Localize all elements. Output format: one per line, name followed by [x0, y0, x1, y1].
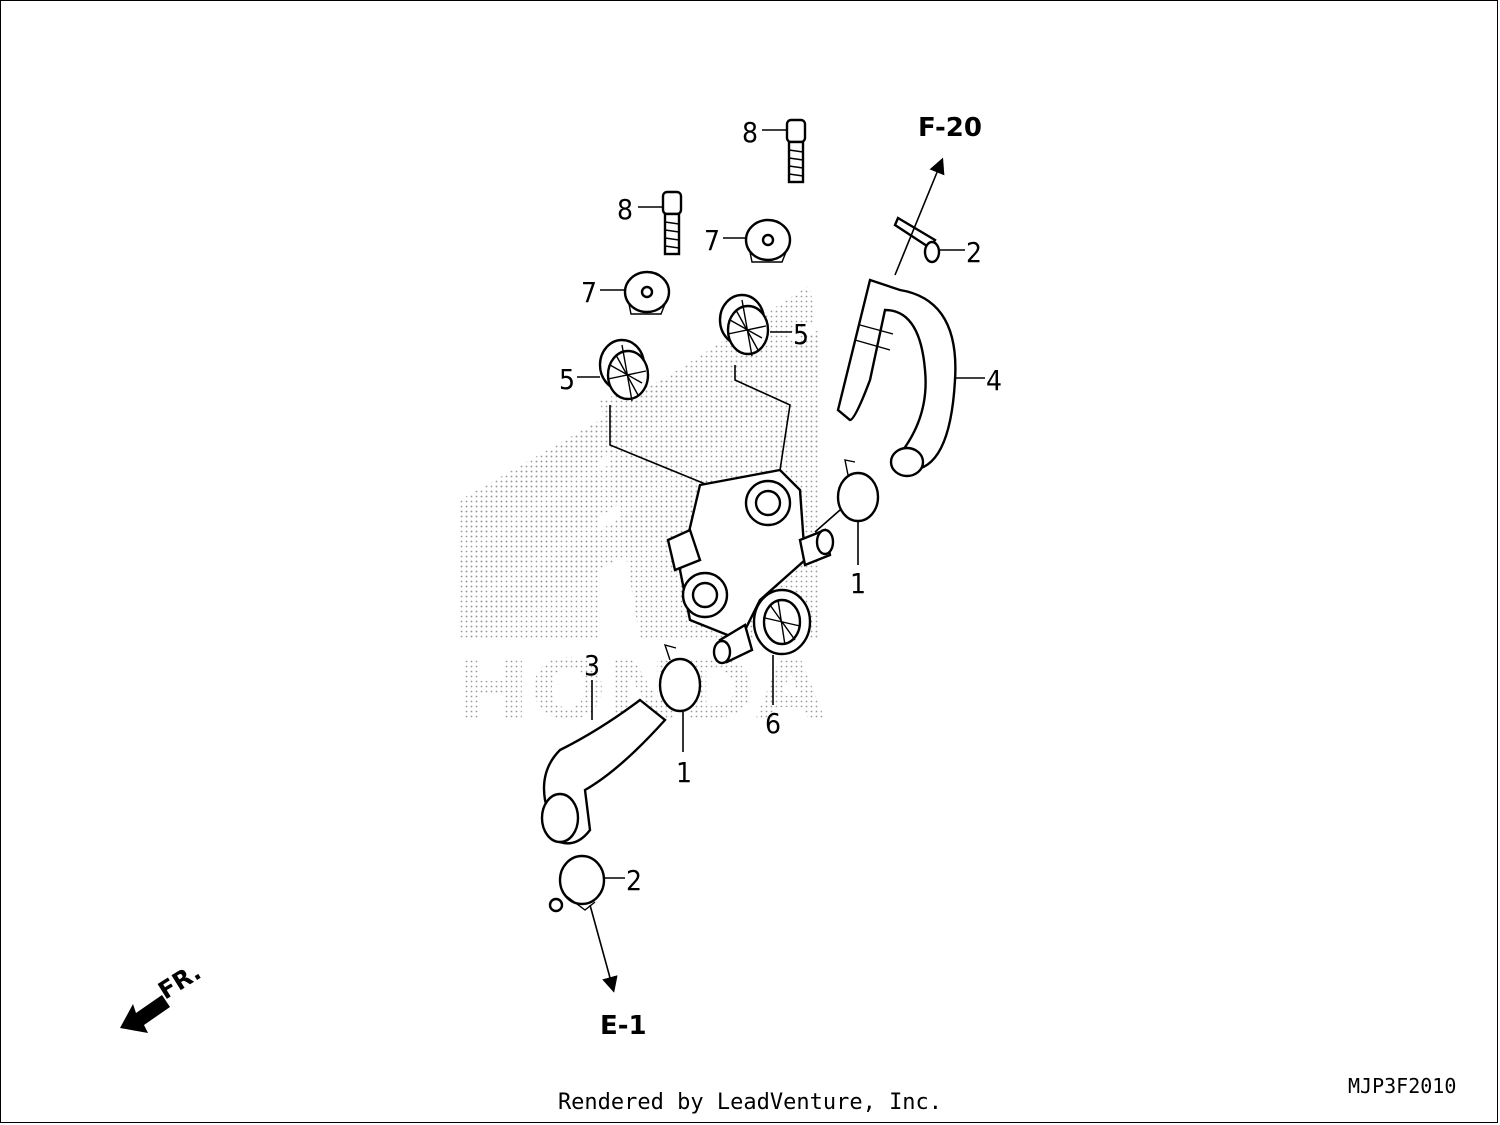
callout-2-lower[interactable]: 2 — [626, 864, 642, 897]
clamp-1-upper[interactable] — [814, 459, 880, 565]
callout-8-lower[interactable]: 8 — [617, 193, 633, 226]
clamp-2-lower[interactable] — [548, 854, 606, 913]
diagram-code: MJP3F2010 — [1348, 1074, 1456, 1098]
callout-7-lower[interactable]: 7 — [581, 276, 597, 309]
valve-body-6[interactable] — [666, 468, 835, 665]
arrow-to-e1 — [589, 904, 618, 993]
callout-8-upper[interactable]: 8 — [742, 116, 758, 149]
reference-f20[interactable]: F-20 — [918, 113, 982, 143]
hose-4[interactable] — [836, 278, 957, 478]
bolt-8-lower[interactable] — [661, 190, 683, 256]
front-arrow-icon — [120, 995, 170, 1033]
front-direction-indicator: FR. — [120, 958, 206, 1033]
callout-4[interactable]: 4 — [986, 364, 1002, 397]
clamp-2-upper[interactable] — [893, 216, 941, 264]
callout-1-lower[interactable]: 1 — [676, 756, 692, 789]
reference-e1[interactable]: E-1 — [600, 1011, 647, 1041]
callout-3[interactable]: 3 — [584, 649, 600, 682]
callout-2-upper[interactable]: 2 — [966, 236, 982, 269]
grommet-5-lower[interactable] — [598, 338, 650, 402]
collar-7-upper[interactable] — [744, 218, 792, 263]
callout-6[interactable]: 6 — [765, 707, 781, 740]
leader-grommet-upper — [734, 365, 791, 471]
grommet-5-upper[interactable] — [718, 293, 770, 357]
collar-7-lower[interactable] — [623, 270, 671, 315]
hose-3[interactable] — [540, 698, 667, 845]
callout-1-upper[interactable]: 1 — [850, 567, 866, 600]
arrow-to-f20 — [894, 157, 945, 276]
leader-grommet-lower — [609, 405, 721, 491]
callout-5-upper[interactable]: 5 — [793, 318, 809, 351]
callout-5-lower[interactable]: 5 — [559, 363, 575, 396]
callout-7-upper[interactable]: 7 — [704, 224, 720, 257]
footer-credit: Rendered by LeadVenture, Inc. — [557, 1090, 943, 1115]
bolt-8-upper[interactable] — [785, 118, 807, 184]
clamp-1-lower[interactable] — [658, 643, 702, 752]
